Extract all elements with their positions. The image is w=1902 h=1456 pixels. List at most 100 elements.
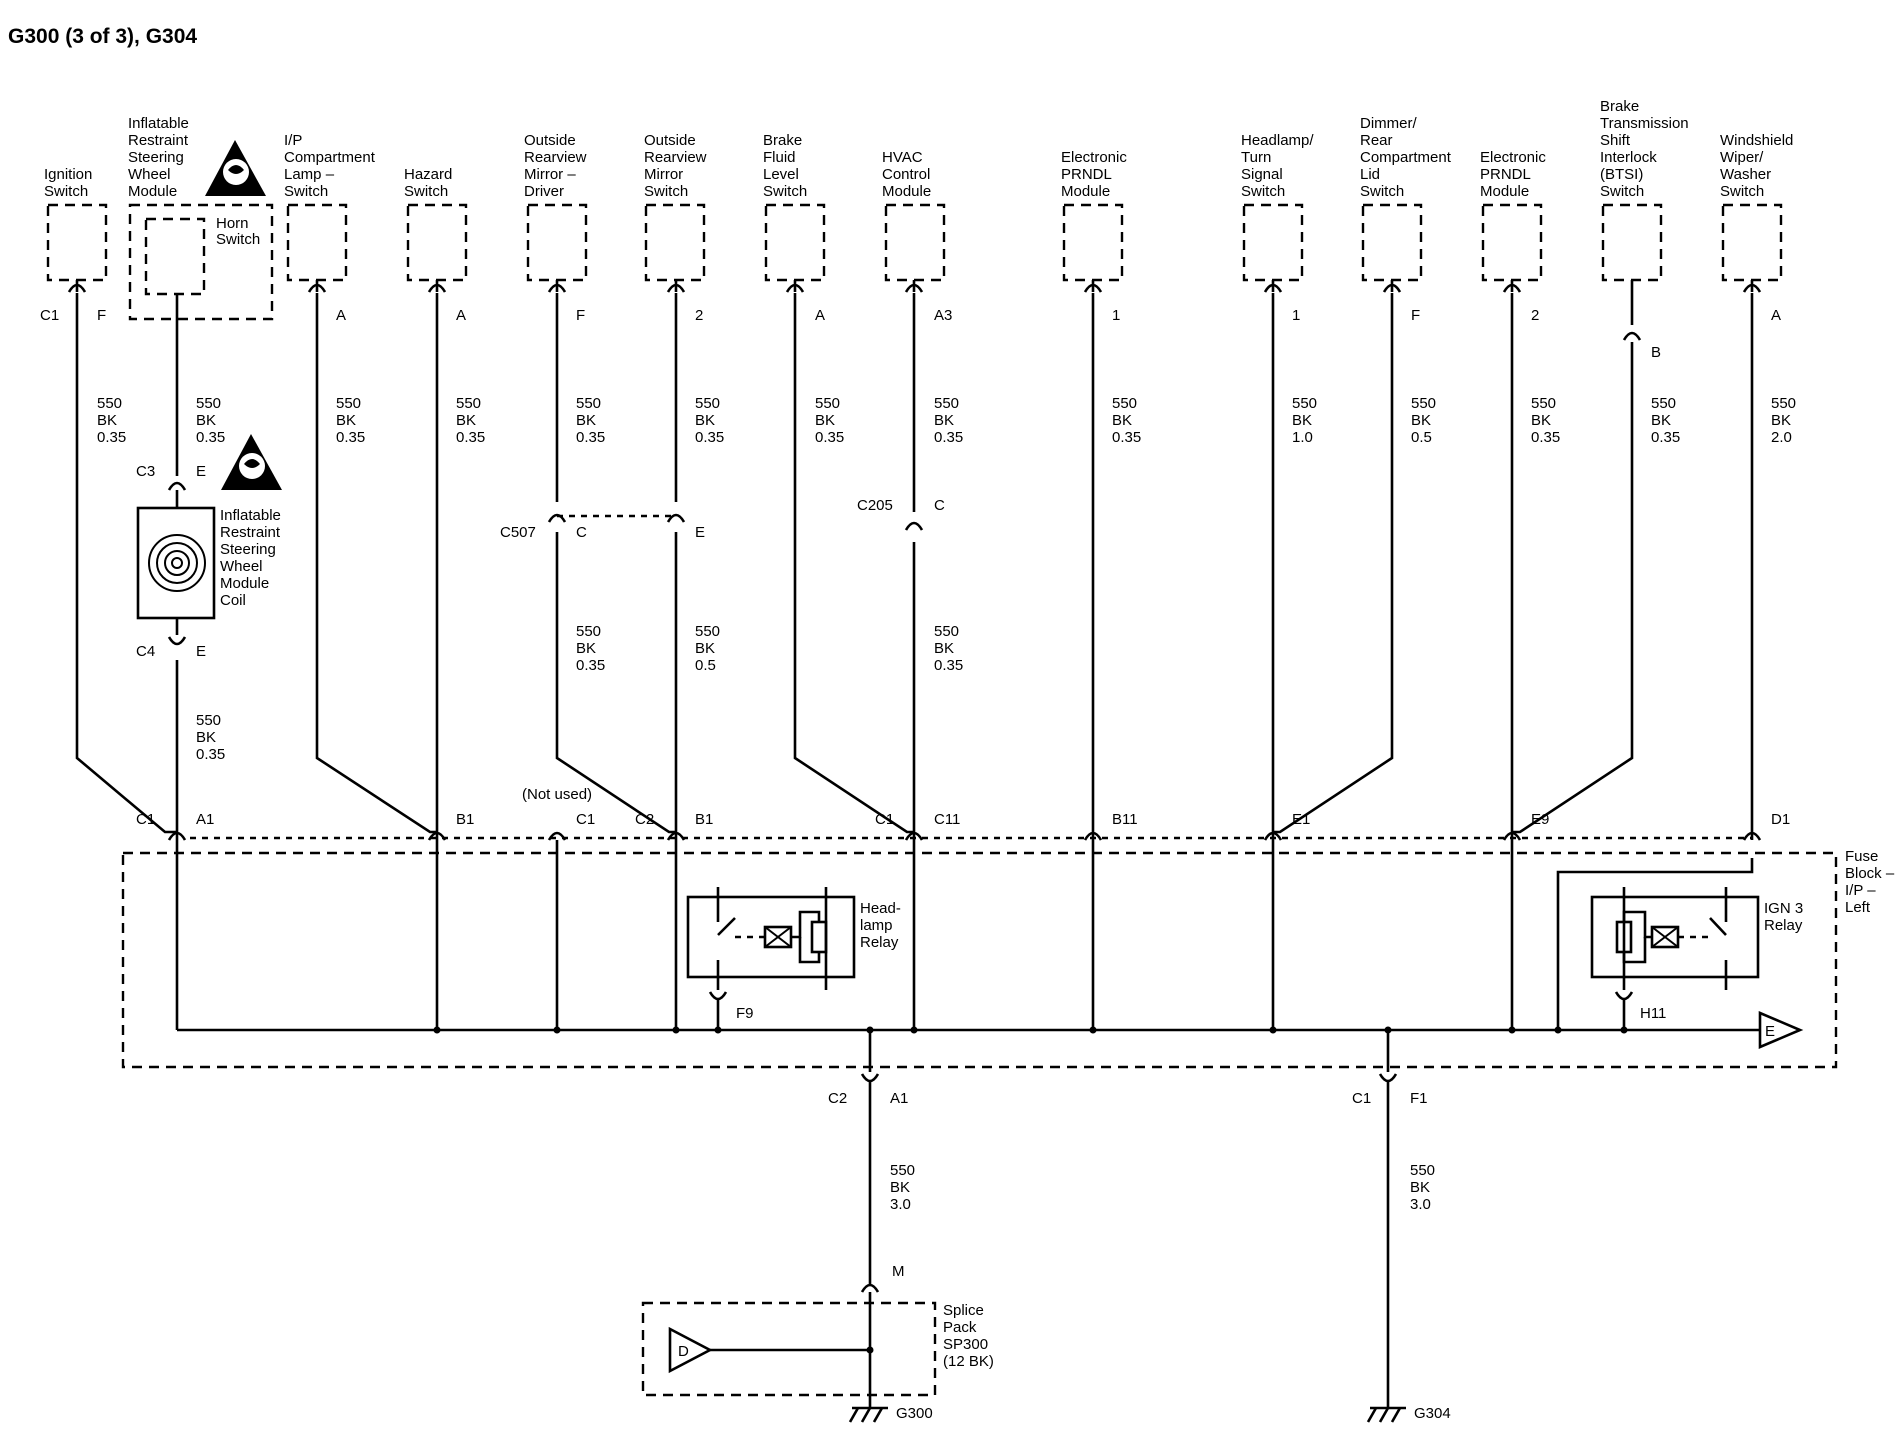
pin-c4-e: E <box>196 643 206 660</box>
label-ign3-relay: IGN 3 Relay <box>1764 900 1803 934</box>
pin-headsw: 1 <box>1292 307 1300 324</box>
mirror-driver-box <box>526 203 588 282</box>
c3-connector <box>167 481 187 491</box>
pin-fb-c1-hvac: C1 <box>875 811 894 828</box>
svg-text:0.35: 0.35 <box>1112 429 1141 446</box>
connector-symbols-top <box>67 280 1762 341</box>
svg-text:(BTSI): (BTSI) <box>1600 166 1643 183</box>
wire-wiper-internal <box>1556 858 1754 1030</box>
svg-text:BK: BK <box>1771 412 1791 429</box>
svg-text:Wheel: Wheel <box>220 558 263 575</box>
label-wiper-switch: Windshield Wiper/ Washer Switch <box>1720 132 1793 200</box>
pin-c3-e: E <box>196 463 206 480</box>
pin-f9: F9 <box>736 1005 754 1022</box>
label-headlamp-relay: Head- lamp Relay <box>860 900 901 951</box>
svg-text:(12 BK): (12 BK) <box>943 1353 994 1370</box>
pin-fb-b1-mirror: B1 <box>695 811 713 828</box>
c1-f1-connector <box>1378 1073 1398 1083</box>
horn-switch-box <box>144 217 206 296</box>
svg-text:550: 550 <box>1651 395 1676 412</box>
pin-c205-c: C <box>934 497 945 514</box>
btsi-switch-box <box>1601 203 1663 282</box>
svg-text:550: 550 <box>196 395 221 412</box>
svg-text:0.35: 0.35 <box>576 429 605 446</box>
svg-text:Switch: Switch <box>1720 183 1764 200</box>
svg-text:Switch: Switch <box>1241 183 1285 200</box>
svg-text:0.35: 0.35 <box>934 429 963 446</box>
svg-text:Level: Level <box>763 166 799 183</box>
svg-text:BK: BK <box>695 412 715 429</box>
label-airbag-module: Inflatable Restraint Steering Wheel Modu… <box>128 115 189 200</box>
wire-dimmer <box>1273 293 1394 834</box>
svg-text:Inflatable: Inflatable <box>128 115 189 132</box>
svg-text:Control: Control <box>882 166 930 183</box>
pin-c507: C507 <box>500 524 536 541</box>
svg-text:BK: BK <box>934 412 954 429</box>
svg-text:0.35: 0.35 <box>695 429 724 446</box>
svg-text:Compartment: Compartment <box>284 149 376 166</box>
svg-text:0.35: 0.35 <box>1651 429 1680 446</box>
svg-text:BK: BK <box>1112 412 1132 429</box>
svg-text:PRNDL: PRNDL <box>1061 166 1112 183</box>
label-prndl-module-2: Electronic PRNDL Module <box>1480 149 1546 200</box>
svg-text:0.35: 0.35 <box>196 429 225 446</box>
svg-text:Outside: Outside <box>644 132 696 149</box>
svg-text:Fluid: Fluid <box>763 149 796 166</box>
ignition-switch-box <box>46 203 108 282</box>
pin-prndl2: 2 <box>1531 307 1539 324</box>
label-dimmer-switch: Dimmer/ Rear Compartment Lid Switch <box>1360 115 1452 200</box>
svg-text:550: 550 <box>196 712 221 729</box>
svg-text:BK: BK <box>456 412 476 429</box>
svg-text:550: 550 <box>1112 395 1137 412</box>
svg-text:Brake: Brake <box>1600 98 1639 115</box>
svg-text:Switch: Switch <box>1600 183 1644 200</box>
h11-connector <box>1614 991 1634 1001</box>
svg-text:Washer: Washer <box>1720 166 1771 183</box>
wire-ignition <box>75 293 177 834</box>
bus-junctions <box>433 1026 1628 1034</box>
svg-text:550: 550 <box>1531 395 1556 412</box>
ground-g304-icon <box>1366 1406 1406 1423</box>
svg-text:Electronic: Electronic <box>1480 149 1546 166</box>
svg-text:Switch: Switch <box>404 183 448 200</box>
svg-text:Headlamp/: Headlamp/ <box>1241 132 1314 149</box>
ign3-relay-box <box>1590 895 1760 979</box>
svg-text:550: 550 <box>695 623 720 640</box>
label-fuse-block: Fuse Block – I/P – Left <box>1845 848 1895 916</box>
svg-text:0.35: 0.35 <box>576 657 605 674</box>
headlamp-switch-box <box>1242 203 1304 282</box>
wire-brake-fluid <box>793 293 914 834</box>
svg-text:550: 550 <box>934 395 959 412</box>
svg-text:BK: BK <box>1531 412 1551 429</box>
pin-fb-b1-hazard: B1 <box>456 811 474 828</box>
c4-connector <box>167 636 187 646</box>
svg-text:Steering: Steering <box>128 149 184 166</box>
svg-text:550: 550 <box>1411 395 1436 412</box>
svg-text:BK: BK <box>1651 412 1671 429</box>
svg-text:Left: Left <box>1845 899 1871 916</box>
svg-text:550: 550 <box>695 395 720 412</box>
svg-text:Lid: Lid <box>1360 166 1380 183</box>
m-connector <box>860 1283 880 1293</box>
svg-text:Coil: Coil <box>220 592 246 609</box>
pin-ign-conn: C1 <box>40 307 59 324</box>
splice-node <box>866 1346 874 1354</box>
svg-text:Windshield: Windshield <box>1720 132 1793 149</box>
c205-connector <box>904 521 924 531</box>
pin-out-c1: C1 <box>1352 1090 1371 1107</box>
pin-wiper: A <box>1771 307 1781 324</box>
pin-mirsw: 2 <box>695 307 703 324</box>
pin-c507-e: E <box>695 524 705 541</box>
svg-text:Rear: Rear <box>1360 132 1393 149</box>
c507-connector-right <box>666 513 686 523</box>
pin-c3: C3 <box>136 463 155 480</box>
pin-c205: C205 <box>857 497 893 514</box>
headlamp-relay-icon <box>716 887 828 990</box>
svg-text:550: 550 <box>576 395 601 412</box>
svg-text:BK: BK <box>576 412 596 429</box>
pin-m: M <box>892 1263 905 1280</box>
